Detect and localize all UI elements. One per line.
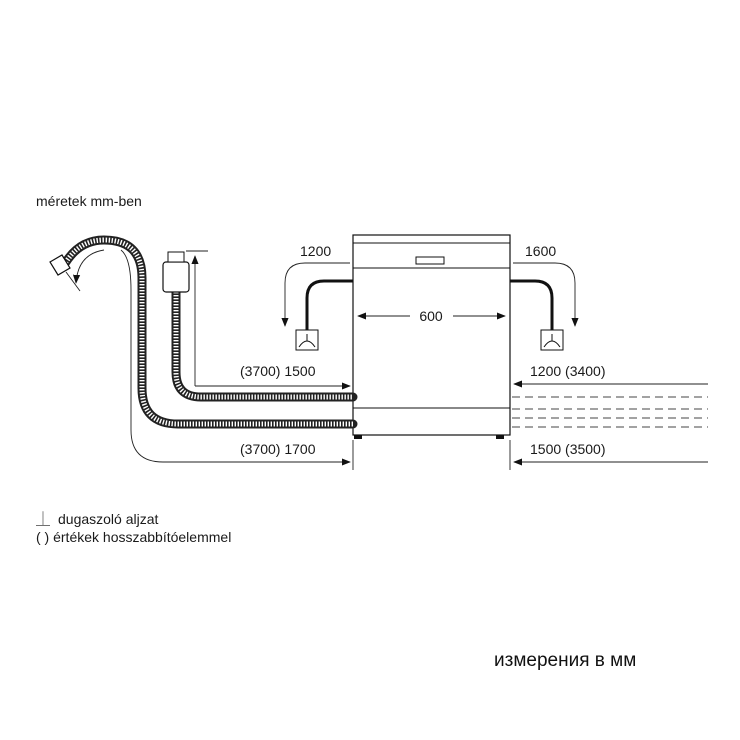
- width-label: 600: [419, 308, 443, 324]
- legend-socket-symbol: ⏊: [36, 511, 50, 527]
- legend: ⏊ dugaszoló aljzat ( ) értékek hosszabbí…: [36, 511, 231, 545]
- dishwasher-icon: [352, 234, 511, 439]
- right-lower-dim: 1500 (3500): [530, 441, 606, 457]
- diagram-title: méretek mm-ben: [36, 193, 142, 209]
- legend-bracket-text: ( ) értékek hosszabbítóelemmel: [36, 529, 231, 545]
- socket-icon: [540, 329, 564, 351]
- drain-hose-icon: [49, 235, 358, 429]
- inlet-hose-icon: [162, 250, 358, 402]
- left-outlet-dim: 1200: [300, 243, 331, 259]
- left-lower-dim: (3700) 1700: [240, 441, 316, 457]
- right-upper-dim: 1200 (3400): [530, 363, 606, 379]
- right-outlet-dim: 1600: [525, 243, 556, 259]
- footer-note: измерения в мм: [494, 650, 636, 671]
- socket-icon: [295, 329, 319, 351]
- power-cable-left: [305, 279, 353, 330]
- power-cable-right: [510, 279, 554, 330]
- legend-socket-text: dugaszoló aljzat: [58, 511, 159, 527]
- left-upper-dim: (3700) 1500: [240, 363, 316, 379]
